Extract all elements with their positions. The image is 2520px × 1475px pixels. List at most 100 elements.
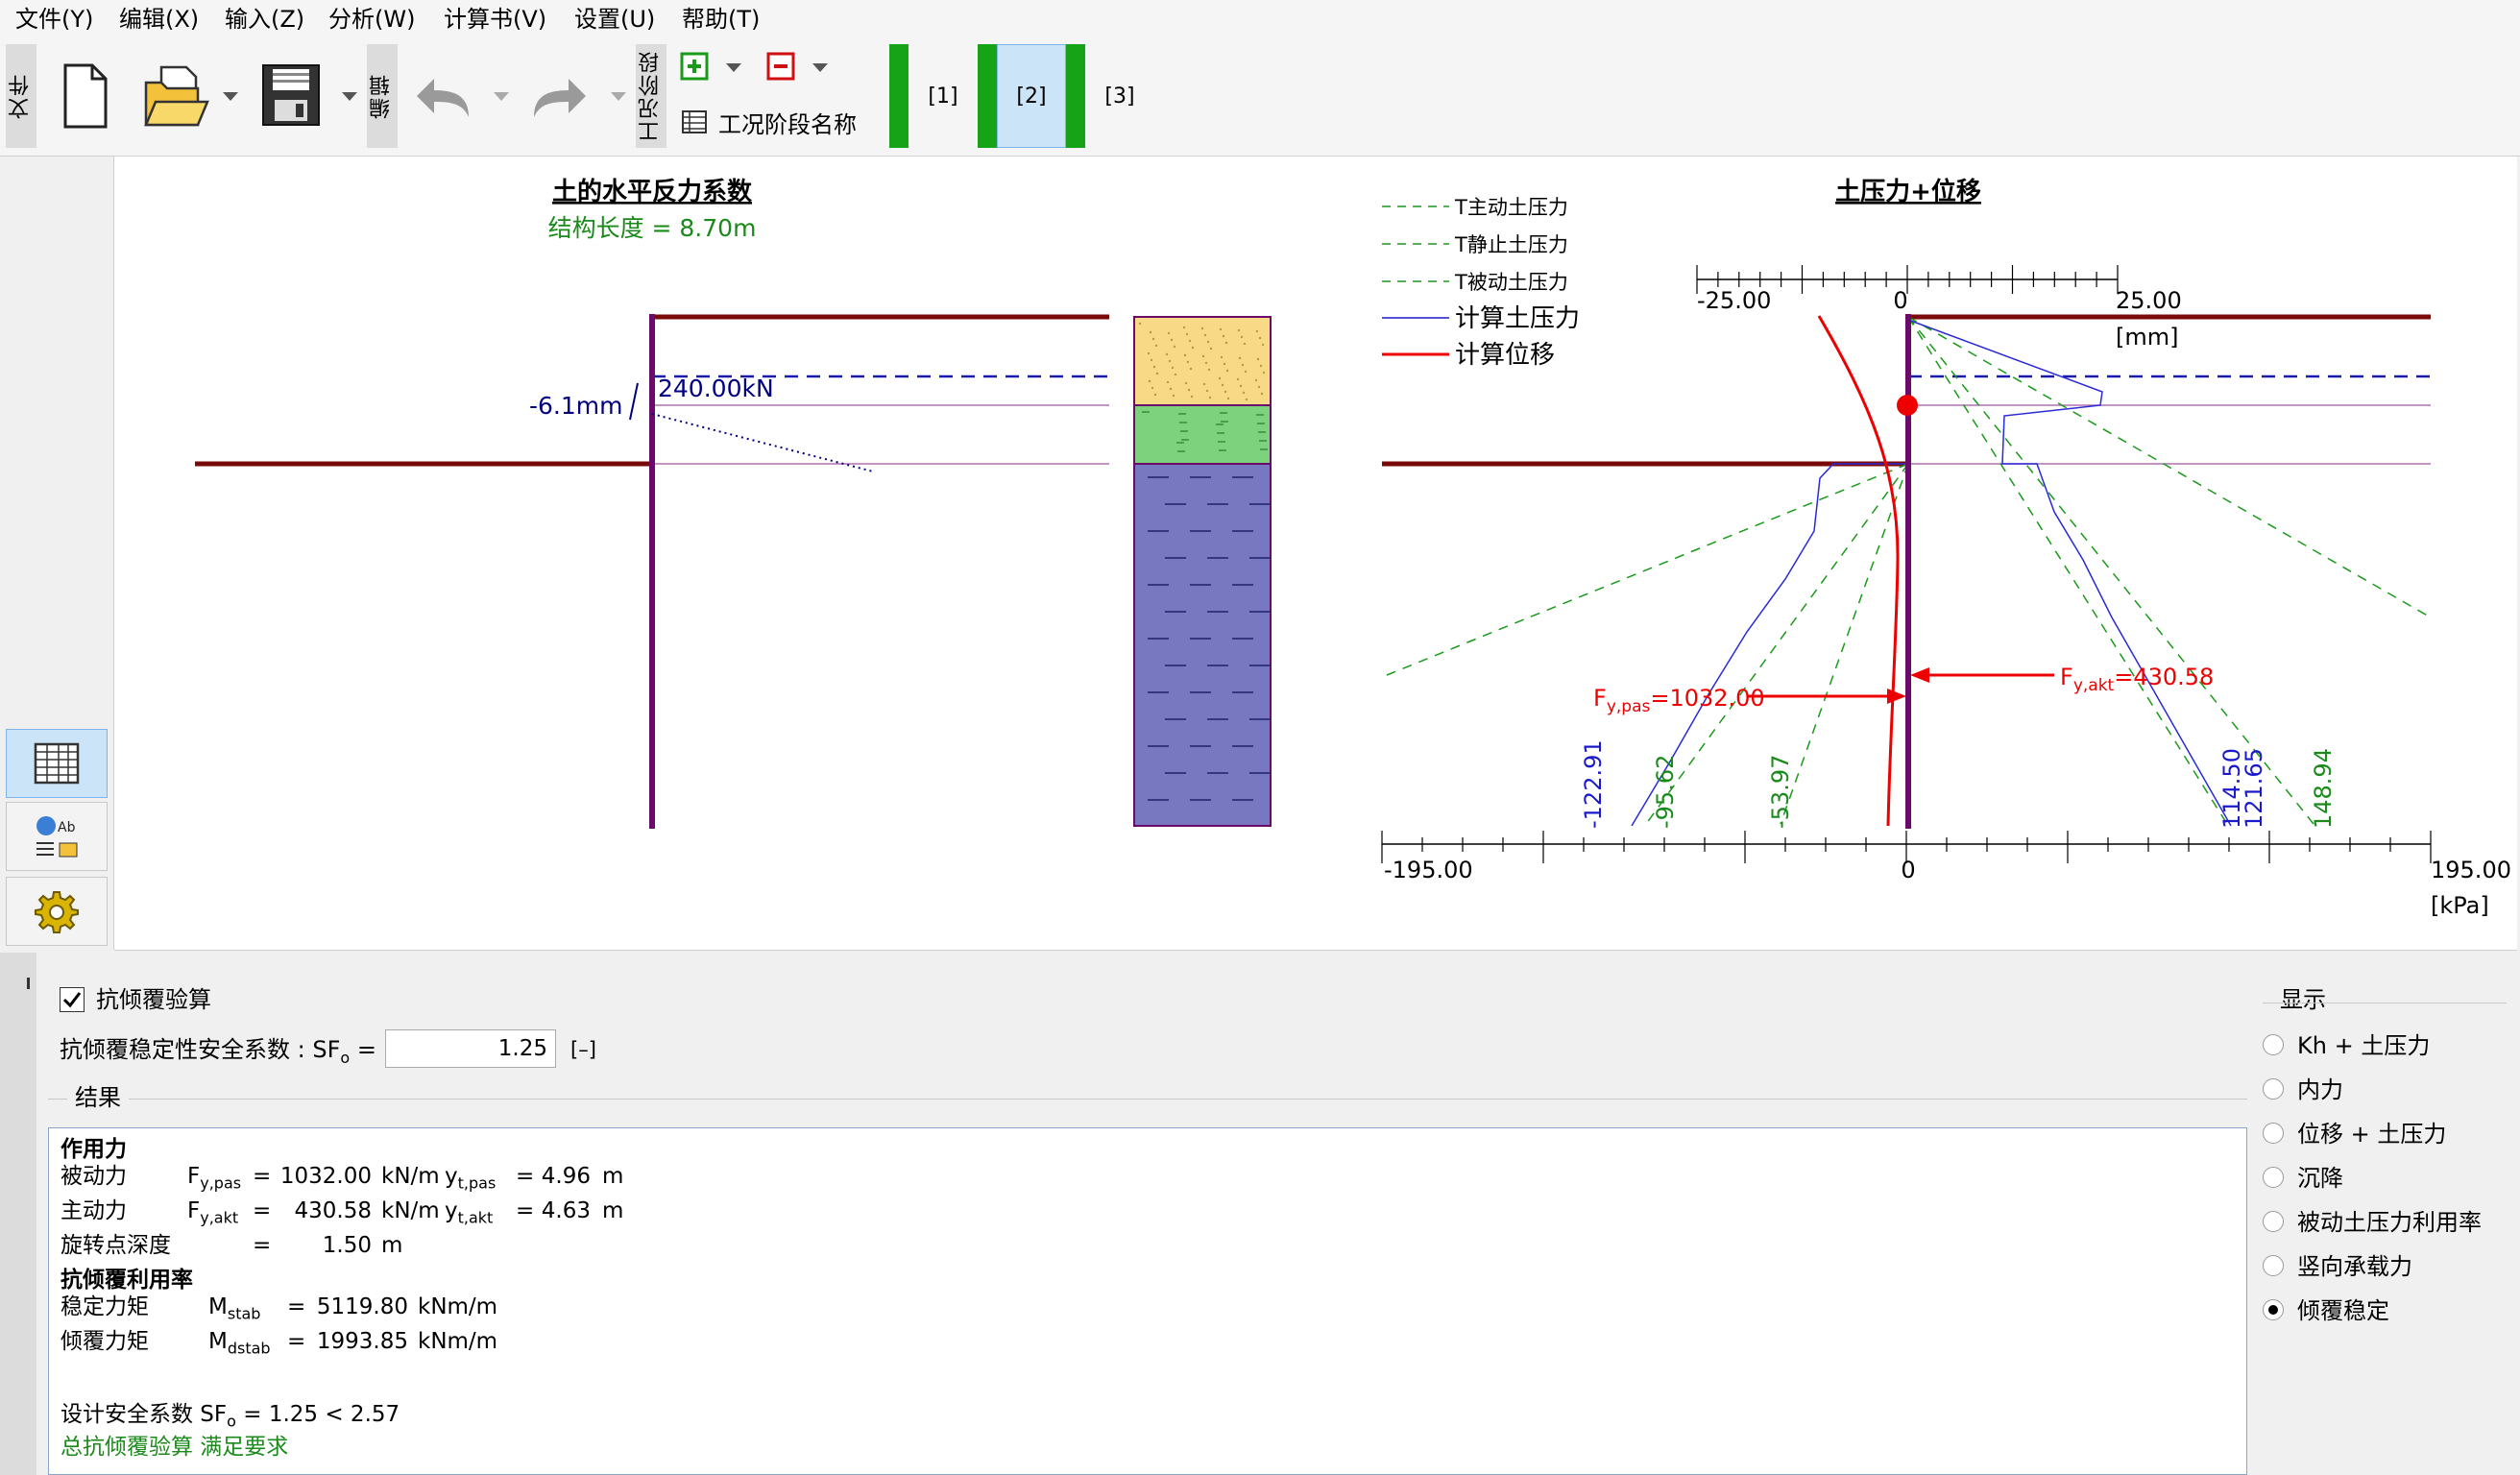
display-option-label: 内力 <box>2297 1076 2343 1103</box>
menu-report[interactable]: 计算书(V) <box>444 6 547 33</box>
undo-dropdown-arrow-icon[interactable] <box>494 92 509 101</box>
legend-active-label: T主动土压力 <box>1454 196 1568 219</box>
new-file-button[interactable] <box>56 60 113 133</box>
passive-force-unit: kN/m <box>381 1164 440 1189</box>
minus-square-icon <box>766 52 795 81</box>
right-drawing-title: 土压力+位移 <box>1835 177 1981 206</box>
stage-3-button[interactable]: [3] <box>1104 84 1135 109</box>
active-force-row-label: 主动力 <box>61 1198 127 1223</box>
radio-button[interactable] <box>2263 1123 2284 1144</box>
drawing-canvas[interactable]: 土的水平反力系数 结构长度 = 8.70m -6.1mm 240.00kN 土压… <box>114 157 2517 951</box>
active-y-value: 4.63 <box>541 1198 591 1223</box>
grid-table-icon <box>34 742 80 785</box>
active-force-eq: = <box>253 1198 272 1223</box>
pivot-depth-label: 旋转点深度 <box>61 1233 171 1258</box>
styles-legend-icon: Ab <box>36 816 78 858</box>
folder-open-icon <box>144 65 209 127</box>
results-box[interactable]: 作用力 被动力 Fy,pas = 1032.00 kN/m yt,pas = 4… <box>48 1127 2247 1475</box>
floppy-save-icon <box>262 64 320 126</box>
display-option-label: 被动土压力利用率 <box>2297 1209 2482 1236</box>
overturning-check-checkbox[interactable] <box>60 987 85 1012</box>
stage-2-bar-left <box>978 44 997 148</box>
redo-button[interactable] <box>528 67 590 129</box>
displacement-tick <box>629 382 639 421</box>
stabilizing-moment-symbol: Mstab <box>208 1294 261 1323</box>
anchor-line[interactable] <box>651 413 874 472</box>
left-drawing-subtitle: 结构长度 = 8.70m <box>548 214 757 242</box>
kpa-unit: [kPa] <box>2431 892 2489 919</box>
stage-name-button[interactable]: 工况阶段名称 <box>680 106 891 138</box>
value-label-121: 121.65 <box>2241 748 2267 829</box>
radio-button[interactable] <box>2263 1167 2284 1188</box>
menu-analysis[interactable]: 分析(W) <box>328 6 416 33</box>
stage-1-button[interactable]: [1] <box>928 84 958 109</box>
stabilizing-moment-label: 稳定力矩 <box>61 1294 149 1319</box>
soil-layer-clay[interactable] <box>1133 404 1272 465</box>
menu-help[interactable]: 帮助(T) <box>682 6 761 33</box>
add-stage-button[interactable] <box>680 52 709 81</box>
menu-edit[interactable]: 编辑(X) <box>119 6 200 33</box>
collapse-handle-icon[interactable] <box>27 978 30 989</box>
undo-button[interactable] <box>413 67 474 129</box>
open-dropdown-arrow-icon[interactable] <box>223 92 238 101</box>
redo-icon <box>534 79 586 117</box>
pivot-depth-eq: = <box>253 1233 272 1258</box>
panel-collapse-bar[interactable] <box>0 953 36 1475</box>
remove-stage-button[interactable] <box>766 52 795 81</box>
theoretical-pressure-lines <box>1386 316 2432 825</box>
radio-button[interactable] <box>2263 1299 2284 1320</box>
open-file-button[interactable] <box>140 60 211 133</box>
radio-button[interactable] <box>2263 1034 2284 1055</box>
anchor-point[interactable] <box>1897 395 1918 416</box>
side-toolbar: Ab <box>0 157 114 950</box>
radio-button[interactable] <box>2263 1078 2284 1100</box>
edit-group-label: 编辑 <box>367 44 398 148</box>
sand-texture <box>1138 322 1266 401</box>
stabilizing-moment-eq: = <box>287 1294 306 1319</box>
file-group-label: 文件 <box>6 44 36 148</box>
computed-pressure-active[interactable] <box>1907 319 2232 827</box>
save-button[interactable] <box>259 61 323 131</box>
computed-pressure-passive[interactable] <box>1631 463 1908 827</box>
active-y-eq: = <box>516 1198 535 1223</box>
sf-unit: [–] <box>570 1038 596 1061</box>
undo-icon <box>417 79 469 117</box>
legend-computed-pressure-label: 计算土压力 <box>1455 304 1580 333</box>
soil-layer-submerged[interactable] <box>1133 463 1272 827</box>
overturning-moment-unit: kNm/m <box>418 1329 498 1354</box>
displacement-curve[interactable] <box>1817 315 1900 827</box>
clay-texture <box>1142 411 1268 452</box>
kpa-tick-zero: 0 <box>1901 857 1915 883</box>
save-dropdown-arrow-icon[interactable] <box>342 92 357 101</box>
display-option-label: Kh + 土压力 <box>2297 1032 2431 1059</box>
active-force-label: Fy,akt=430.58 <box>2060 664 2214 695</box>
stage-group-label: 工况阶段 <box>636 44 666 148</box>
add-stage-dropdown-arrow-icon[interactable] <box>726 63 741 72</box>
new-file-icon <box>63 63 108 129</box>
menu-input[interactable]: 输入(Z) <box>225 6 305 33</box>
menu-file[interactable]: 文件(Y) <box>15 6 94 33</box>
radio-button[interactable] <box>2263 1255 2284 1276</box>
settings-button[interactable] <box>6 877 108 946</box>
stabilizing-moment-unit: kNm/m <box>418 1294 498 1319</box>
passive-force-value: 1032.00 <box>279 1164 372 1189</box>
radio-button[interactable] <box>2263 1211 2284 1232</box>
overturning-check-label: 抗倾覆验算 <box>96 986 211 1013</box>
menu-settings[interactable]: 设置(U) <box>574 6 656 33</box>
sf-input[interactable] <box>385 1029 556 1068</box>
styles-legend-button[interactable]: Ab <box>6 802 108 871</box>
kpa-tick-min: -195.00 <box>1384 857 1473 883</box>
drawing-svg: 土的水平反力系数 结构长度 = 8.70m -6.1mm 240.00kN 土压… <box>195 177 2511 919</box>
stage-2-button[interactable]: [2] <box>997 44 1066 148</box>
active-force-unit: kN/m <box>381 1198 440 1223</box>
mm-tick-zero: 0 <box>1893 287 1907 314</box>
remove-stage-dropdown-arrow-icon[interactable] <box>812 63 828 72</box>
forces-title: 作用力 <box>61 1137 127 1162</box>
design-sf-text: 设计安全系数 SFo = 1.25 < 2.57 <box>61 1402 400 1431</box>
table-view-button[interactable] <box>6 729 108 798</box>
redo-dropdown-arrow-icon[interactable] <box>611 92 626 101</box>
passive-force-symbol: Fy,pas <box>187 1164 242 1193</box>
menu-bar: 文件(Y) 编辑(X) 输入(Z) 分析(W) 计算书(V) 设置(U) 帮助(… <box>0 0 2520 38</box>
overturning-moment-eq: = <box>287 1329 306 1354</box>
soil-layer-sand[interactable] <box>1133 316 1272 406</box>
